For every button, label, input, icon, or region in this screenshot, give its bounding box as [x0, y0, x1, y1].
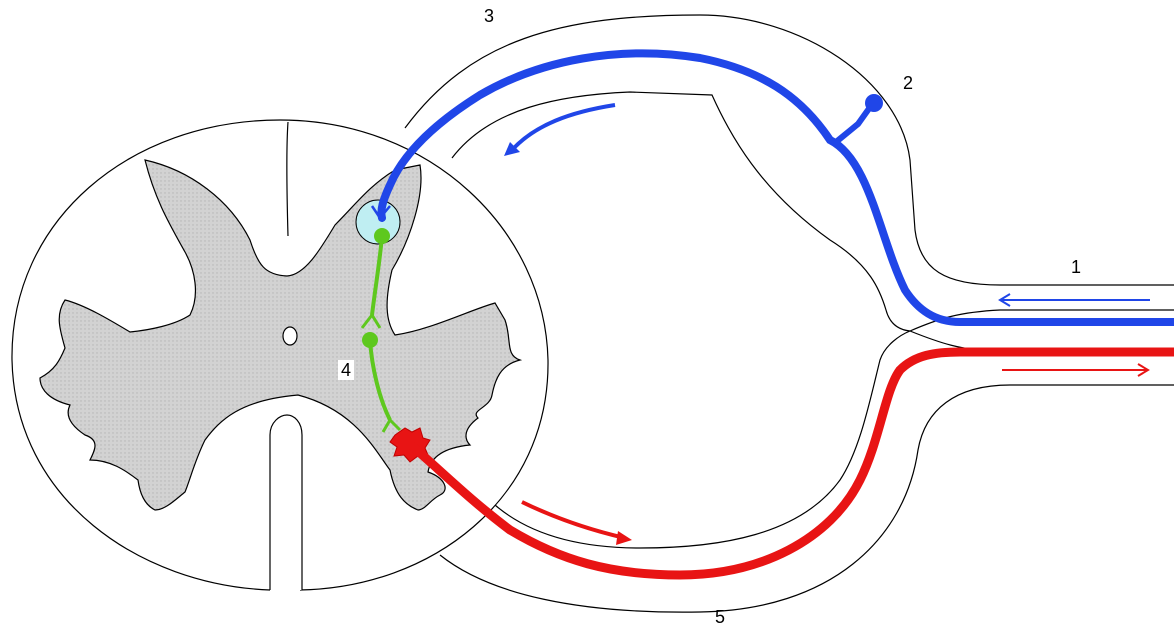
central-canal [282, 326, 298, 346]
label-1: 1 [1071, 257, 1082, 277]
efferent-neuron-fiber [407, 347, 1174, 580]
afferent-neuron-terminal [370, 205, 391, 221]
anterior-median-fissure [269, 414, 303, 590]
label-3: 3 [484, 6, 495, 26]
gray-matter [39, 159, 523, 511]
label-2: 2 [903, 73, 914, 93]
interneuron-axon-lower [368, 339, 392, 421]
interneuron-terminal-upper [360, 312, 382, 329]
arrow-left-icon [998, 293, 1150, 307]
arrow-right-icon [1002, 363, 1150, 377]
afferent-neuron-stem [833, 100, 876, 145]
nerve-sheath-outer [404, 14, 1174, 613]
afferent-neuron-fiber [377, 49, 1174, 326]
interneuron-axon-upper [370, 235, 384, 316]
label-4: 4 [338, 360, 355, 380]
label-5: 5 [715, 607, 726, 627]
curved-arrow-efferent-icon [521, 500, 632, 545]
interneuron-terminal-lower [381, 417, 402, 433]
afferent-neuron-soma [865, 94, 883, 112]
nerve-line-upper [909, 309, 1174, 332]
posterior-median-sulcus [286, 121, 289, 237]
curved-arrow-afferent-icon [504, 103, 616, 156]
nerve-loop-inner [451, 91, 911, 549]
